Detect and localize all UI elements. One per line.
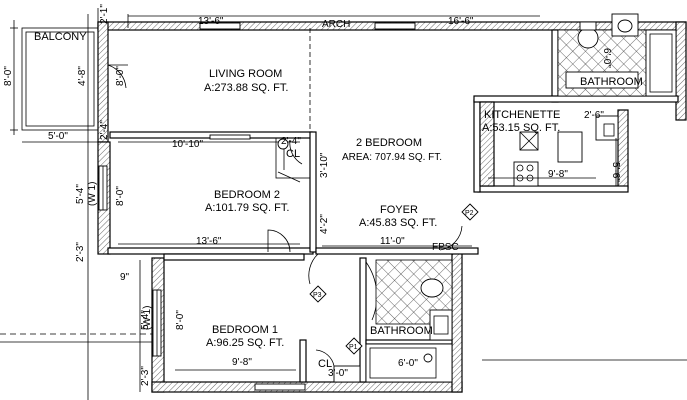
dim-kitchen-9-8: 9'-8" [548, 169, 568, 180]
dim-balcony-5-0: 5'-0" [48, 131, 68, 142]
dim-foyer-11-0: 11'-0" [380, 236, 405, 247]
dim-bed2-10-10: 10'-10" [172, 139, 203, 150]
room-labels: BALCONY LIVING ROOM A:273.88 SQ. FT. BAT… [34, 31, 643, 370]
dim-left-5-4-b: 5'-4" [140, 310, 151, 330]
foyer-name: FOYER [380, 204, 418, 216]
top-bathroom [557, 13, 677, 97]
kitchenette [479, 101, 619, 187]
dim-left-5-4: 5'-4" [75, 184, 86, 204]
dim-bed2-8-0: 8'-0" [115, 186, 126, 206]
apartment-area: AREA: 707.94 SQ. FT. [342, 152, 442, 163]
dim-balcony-4-8: 4'-8" [77, 66, 88, 86]
dim-closet-3-0: 3'-0" [328, 368, 348, 379]
fpsc-label: FPSC [432, 242, 459, 253]
windows [98, 22, 416, 391]
dim-left-9: 9" [120, 272, 130, 283]
closet-bottom-label: CL [318, 358, 332, 370]
door-tag-p2: P2 [465, 210, 474, 217]
dim-living-8-0: 8'-0" [115, 66, 126, 86]
living-room-name: LIVING ROOM [209, 68, 282, 80]
dim-top-13-6: 13'-6" [198, 16, 224, 27]
dim-left-2-3-bottom: 2'-3" [140, 366, 151, 386]
dim-bed1-9-8: 9'-8" [232, 357, 252, 368]
door-tag-p3: P3 [313, 292, 322, 299]
dim-bath-6-0-v: 6'-0" [601, 48, 612, 68]
arch-label: ARCH [322, 19, 350, 30]
dim-balcony-8-0: 8'-0" [3, 66, 14, 86]
bottom-bathroom [333, 259, 453, 383]
dim-bath-6-0-h: 6'-0" [398, 358, 418, 369]
dim-hall-4-2: 4'-2" [319, 214, 330, 234]
door-tag-p1: P1 [349, 344, 358, 351]
dim-bed1-8-0: 8'-0" [175, 310, 186, 330]
balcony-label: BALCONY [34, 31, 87, 43]
dim-left-2-4: 2'-4" [99, 120, 110, 140]
dim-top-16-6: 16'-6" [448, 16, 474, 27]
living-room-area: A:273.88 SQ. FT. [204, 82, 288, 94]
top-bathroom-label: BATHROOM [580, 76, 643, 88]
bedroom-1-name: BEDROOM 1 [212, 324, 278, 336]
door-tags [277, 138, 479, 355]
kitchenette-name: KITCHENETTE [484, 109, 560, 121]
kitchenette-area: A:53.15 SQ. FT. [482, 122, 560, 134]
foyer-area: A:45.83 SQ. FT. [359, 217, 437, 229]
balcony [21, 27, 99, 131]
bedroom-2-area: A:101.79 SQ. FT. [205, 202, 289, 214]
bedroom-2-name: BEDROOM 2 [214, 189, 280, 201]
dimension-labels: 13'-6" 16'-6" 8'-0" 4'-8" 5'-0" 2'-1" 2'… [3, 4, 621, 386]
bottom-bathroom-label: BATHROOM [370, 325, 433, 337]
misc-labels: ARCH FPSC (W 1) (W 1) P1 P2 P3 [87, 19, 474, 351]
window-tag-bottom: (W 1) [142, 306, 153, 330]
dim-bed2-13-6: 13'-6" [196, 236, 222, 247]
dim-left-2-1: 2'-1" [99, 4, 110, 24]
bedroom-1-area: A:96.25 SQ. FT. [206, 337, 284, 349]
dim-kitchen-2-6: 2'-6" [584, 110, 604, 121]
closet-top-label: CL [286, 148, 300, 160]
dimension-lines [0, 8, 687, 400]
window-tag-top: (W 1) [87, 182, 98, 206]
dim-left-2-3-top: 2'-3" [75, 242, 86, 262]
dim-kitchen-5-6: 5'-6" [610, 162, 621, 182]
dim-hall-3-10: 3'-10" [319, 152, 330, 178]
dim-closet-2-4: 2'-4" [281, 136, 301, 147]
apartment-name: 2 BEDROOM [356, 137, 422, 149]
